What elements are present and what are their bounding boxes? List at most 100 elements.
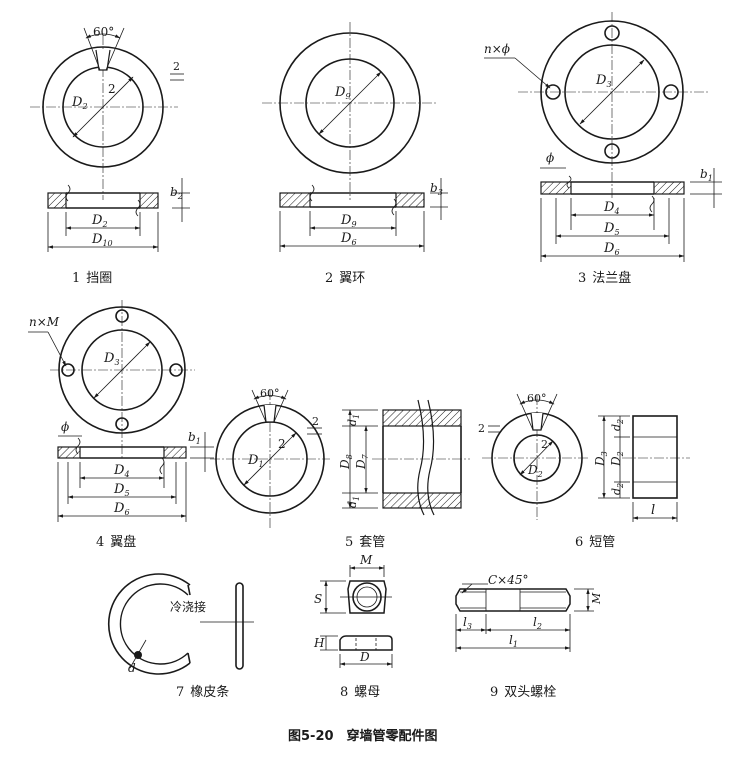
break-mark <box>159 457 165 475</box>
break-mark <box>649 195 655 213</box>
dim-label: D3 <box>593 451 609 467</box>
dim-label: D3 <box>103 351 120 367</box>
dim-label: l <box>651 503 655 518</box>
break-line <box>427 399 435 516</box>
leader-line <box>129 639 147 669</box>
bolt-hole <box>61 363 75 377</box>
ring-end <box>187 652 191 664</box>
dim-label: l3 <box>463 615 472 631</box>
bolt-hole <box>604 25 620 41</box>
dim-label: M <box>359 553 373 567</box>
angle-label: 60° <box>93 25 114 39</box>
dim-label: l1 <box>509 633 518 649</box>
diameter-line <box>519 440 554 476</box>
dim-label: D6 <box>603 241 620 257</box>
bolt-hole <box>545 84 561 100</box>
extension-line <box>251 389 267 423</box>
pipe-wall-bottom <box>382 492 462 509</box>
bolt-hole <box>663 84 679 100</box>
inner-circle <box>513 434 561 482</box>
dim-label: D2 <box>91 213 108 229</box>
gap-dim-label: 2 <box>312 415 319 428</box>
leader-line <box>461 583 473 594</box>
angle-arc <box>85 33 121 39</box>
outer-circle <box>42 46 164 168</box>
extension-line <box>105 27 125 71</box>
outer-circle <box>540 20 684 164</box>
dim-label: D6 <box>113 501 130 517</box>
break-mark <box>75 437 81 455</box>
extension-line <box>516 393 534 431</box>
outer-circle <box>279 32 421 174</box>
bolt-hole <box>115 309 129 323</box>
gap-dim-label: 2 <box>478 422 485 435</box>
angle-label: 60° <box>527 392 547 405</box>
dim-label: b2 <box>170 185 183 201</box>
diameter-line <box>579 59 645 125</box>
leader-line <box>514 57 551 89</box>
break-mark <box>566 175 572 189</box>
section-hatch <box>57 446 81 459</box>
dim-label: D8 <box>338 454 354 470</box>
dim-label: D2 <box>527 463 543 479</box>
break-mark <box>65 184 71 202</box>
dim-label: M <box>590 592 603 605</box>
dim-label: b3 <box>430 181 443 197</box>
dim-label: D9 <box>334 85 351 101</box>
dim-label: D <box>359 650 370 664</box>
dim-label: D10 <box>91 232 113 248</box>
angle-arc <box>253 395 287 400</box>
nut-bore-outer <box>352 582 382 612</box>
section-hatch <box>279 192 311 208</box>
dim-label: D4 <box>603 200 620 216</box>
extension-line <box>540 393 558 431</box>
dim-label: d1 <box>346 414 361 426</box>
dim-label: D2 <box>71 95 88 111</box>
gap-dim-label: 2 <box>173 60 180 73</box>
diameter-line <box>243 432 297 486</box>
dim-label: S <box>314 592 322 606</box>
diameter-line <box>318 71 382 135</box>
chamfer-label: C×45° <box>488 573 529 587</box>
bolt-hole <box>115 417 129 431</box>
angle-label: 60° <box>260 387 280 400</box>
dim-label: D3 <box>595 73 612 89</box>
extension-line <box>273 389 289 423</box>
section-hatch <box>540 181 572 195</box>
gap-label: 2 <box>108 82 116 96</box>
section-hatch <box>653 181 685 195</box>
nut-side-view <box>339 635 393 651</box>
dim-label: b1 <box>188 430 201 446</box>
dim-label: D6 <box>340 231 357 247</box>
dim-label: H <box>313 636 325 650</box>
diameter-label: d <box>128 661 136 675</box>
section-hatch <box>395 192 425 208</box>
dim-label: d1 <box>346 496 361 508</box>
section-hatch <box>47 192 67 209</box>
nut-hex <box>347 580 387 614</box>
ring-outer <box>107 573 191 675</box>
stud-body <box>455 588 571 612</box>
notch <box>95 49 111 71</box>
dim-label: D4 <box>113 463 130 479</box>
angle-arc <box>519 399 555 405</box>
notch <box>530 412 544 431</box>
dim-label: D2 <box>609 451 625 467</box>
break-line <box>417 399 425 516</box>
figure-title: 图5-20 穿墙管零配件图 <box>288 728 438 744</box>
section-hatch <box>163 446 187 459</box>
inner-circle <box>305 58 395 148</box>
strip-side-view <box>235 582 244 670</box>
